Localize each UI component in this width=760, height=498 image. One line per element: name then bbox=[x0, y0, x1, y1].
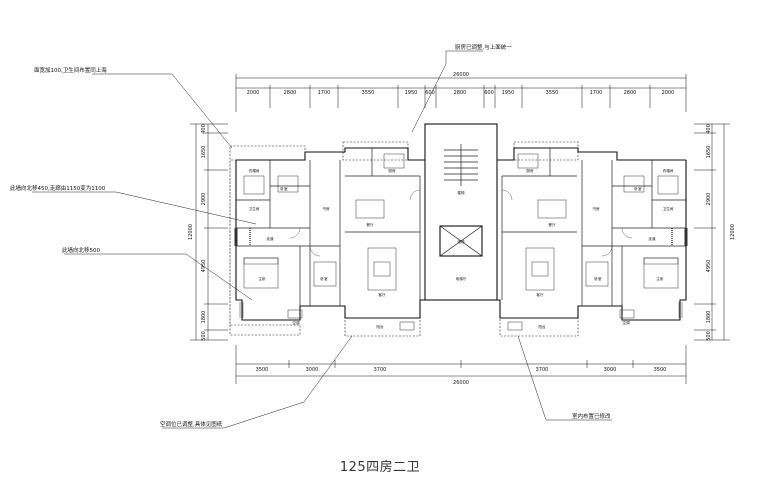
top-seg-6: 2800 bbox=[454, 90, 467, 96]
top-seg-5: 600 bbox=[425, 90, 435, 96]
right-dimension-chain bbox=[694, 123, 730, 341]
room-label-master-l: 主卧 bbox=[258, 276, 266, 281]
bottom-seg-0: 3500 bbox=[256, 367, 269, 373]
bottom-dimension-chain bbox=[235, 345, 687, 384]
room-label-master-r: 主卧 bbox=[656, 276, 664, 281]
bottom-seg-4: 3000 bbox=[604, 367, 617, 373]
room-label-aircon-r: 空调 bbox=[622, 320, 630, 325]
room-label-kitchen-l: 厨房 bbox=[388, 168, 396, 173]
bottom-segment-labels: 3500 3000 3700 3700 3000 3500 bbox=[256, 367, 667, 373]
top-seg-12: 2000 bbox=[662, 90, 675, 96]
right-seg-3: 4950 bbox=[706, 260, 712, 273]
right-seg-0: 400 bbox=[706, 124, 712, 134]
left-dimension-chain bbox=[190, 123, 228, 341]
top-seg-9: 3550 bbox=[546, 90, 559, 96]
bottom-seg-1: 3000 bbox=[306, 367, 319, 373]
room-label-corridor-r: 走道 bbox=[648, 236, 656, 241]
top-seg-8: 1950 bbox=[502, 90, 515, 96]
annotation-left-note-3: 此墙向北移500 bbox=[62, 246, 100, 254]
bottom-seg-2: 3700 bbox=[374, 367, 387, 373]
left-seg-2: 2900 bbox=[201, 193, 207, 206]
room-label-dining-l: 餐厅 bbox=[366, 222, 374, 227]
right-seg-1: 1650 bbox=[706, 146, 712, 159]
room-label-hall: 电梯厅 bbox=[456, 276, 467, 281]
top-seg-10: 1700 bbox=[590, 90, 603, 96]
right-seg-5: 500 bbox=[706, 331, 712, 341]
left-segment-labels: 400 1650 2900 4950 1800 500 bbox=[201, 124, 207, 341]
room-label-study-r: 书房 bbox=[592, 206, 600, 211]
room-label-stair: 楼梯 bbox=[457, 190, 465, 195]
room-label-aircon-l: 空调 bbox=[292, 320, 300, 325]
plan-walls bbox=[235, 123, 687, 321]
top-seg-2: 1700 bbox=[318, 90, 331, 96]
room-label-bedroom-r1: 卧室 bbox=[634, 186, 642, 191]
plan-partitions bbox=[236, 144, 686, 306]
room-label-bedroom-l2: 卧室 bbox=[320, 276, 328, 281]
top-seg-3: 3550 bbox=[362, 90, 375, 96]
annotation-left-note-2: 此墙向北移450,走廊由1150变为1100 bbox=[10, 184, 106, 192]
annotation-bottom-note-left: 空调位已调整,具体见图纸 bbox=[160, 420, 223, 428]
bottom-seg-3: 3700 bbox=[536, 367, 549, 373]
room-label-balcony-r: 阳台 bbox=[538, 324, 546, 329]
room-label-bath-l: 卫生间 bbox=[249, 206, 260, 211]
top-seg-7: 600 bbox=[484, 90, 494, 96]
left-seg-0: 400 bbox=[201, 124, 207, 134]
room-label-bedroom-l1: 卧室 bbox=[280, 186, 288, 191]
room-labels: 卧室 卧室 主卧 客厅 餐厅 厨房 卫生间 阳台 空调 走道 书房 衣帽间 楼梯… bbox=[249, 168, 674, 329]
left-seg-3: 4950 bbox=[201, 260, 207, 273]
right-seg-2: 2900 bbox=[706, 193, 712, 206]
room-label-living-r: 客厅 bbox=[536, 292, 544, 297]
room-label-dining-r: 餐厅 bbox=[548, 222, 556, 227]
top-seg-1: 2800 bbox=[284, 90, 297, 96]
top-seg-0: 2000 bbox=[247, 90, 260, 96]
annotation-bottom-note-right: 室内布置已修改 bbox=[572, 412, 611, 420]
door-swings bbox=[289, 189, 633, 257]
furniture bbox=[243, 153, 679, 331]
right-seg-4: 1800 bbox=[706, 311, 712, 324]
room-label-balcony-l: 阳台 bbox=[376, 324, 384, 329]
bottom-total-dimension: 26000 bbox=[453, 380, 469, 386]
room-label-study-l: 书房 bbox=[322, 206, 330, 211]
room-label-bedroom-r2: 卧室 bbox=[594, 276, 602, 281]
top-dimension-chain bbox=[235, 74, 687, 112]
annotation-top-note: 厨房已调整,与上面统一 bbox=[455, 43, 512, 51]
room-label-bath-r: 卫生间 bbox=[663, 206, 674, 211]
top-total-dimension: 26000 bbox=[453, 72, 469, 78]
leader-lines bbox=[32, 50, 612, 429]
window-bands bbox=[234, 228, 688, 318]
top-seg-11: 2800 bbox=[624, 90, 637, 96]
left-seg-5: 500 bbox=[201, 331, 207, 341]
room-label-elevator: 电梯 bbox=[457, 239, 465, 244]
annotation-left-note-1: 面宽加100,卫生间布置同上海 bbox=[34, 66, 107, 74]
bottom-seg-5: 3500 bbox=[654, 367, 667, 373]
room-label-wardrobe-r: 衣帽间 bbox=[663, 168, 674, 173]
right-segment-labels: 400 1650 2900 4950 1800 500 bbox=[706, 124, 712, 341]
left-total-dimension: 12000 bbox=[188, 224, 194, 240]
left-seg-1: 1650 bbox=[201, 146, 207, 159]
room-label-corridor-l: 走道 bbox=[266, 236, 274, 241]
room-label-living-l: 客厅 bbox=[378, 292, 386, 297]
drawing-title: 125四房二卫 bbox=[339, 460, 421, 475]
top-segment-labels: 2000 2800 1700 3550 1950 600 2800 600 19… bbox=[247, 90, 675, 96]
top-seg-4: 1950 bbox=[405, 90, 418, 96]
room-label-kitchen-r: 厨房 bbox=[526, 168, 534, 173]
left-seg-4: 1800 bbox=[201, 311, 207, 324]
right-total-dimension: 12000 bbox=[730, 224, 736, 240]
room-label-wardrobe-l: 衣帽间 bbox=[249, 168, 260, 173]
